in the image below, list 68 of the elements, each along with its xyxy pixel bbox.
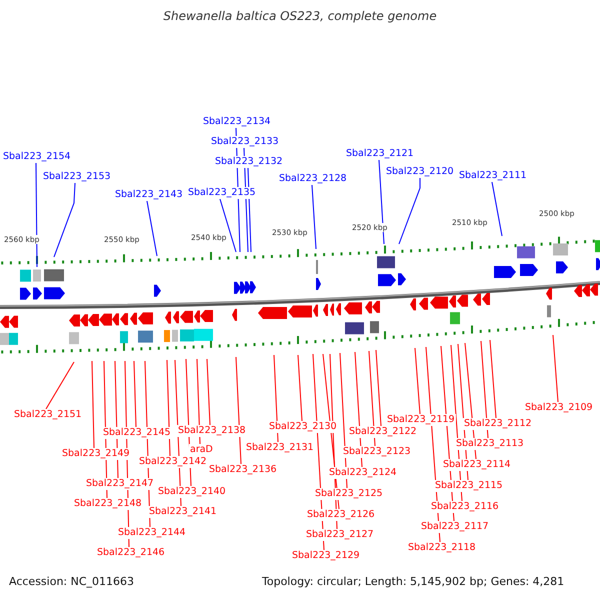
- gene-label: Sbal223_2121: [345, 148, 415, 160]
- gene-label: Sbal223_2129: [291, 550, 361, 562]
- leader-line: [298, 354, 302, 422]
- gene-label: araD: [189, 444, 214, 456]
- gene-label: Sbal223_2117: [420, 521, 490, 533]
- leader-line: [378, 160, 384, 244]
- gene-label: Sbal223_2120: [385, 166, 455, 178]
- leader-line: [206, 358, 210, 426]
- gene-label: Sbal223_2138: [177, 425, 247, 437]
- leader-line: [398, 178, 420, 244]
- leader-line: [490, 340, 496, 418]
- gene-label: Sbal223_2115: [434, 480, 504, 492]
- gene-label: Sbal223_2111: [458, 170, 528, 182]
- leader-line: [414, 348, 420, 414]
- genome-stats-text: Topology: circular; Length: 5,145,902 bp; Genes: 4,281: [262, 576, 564, 588]
- leader-line: [46, 362, 74, 410]
- leader-line: [92, 360, 94, 448]
- leader-line: [492, 182, 502, 236]
- gene-label: Sbal223_2119: [386, 414, 456, 426]
- gene-label: Sbal223_2135: [187, 187, 257, 199]
- gene-label: Sbal223_2133: [210, 136, 280, 148]
- gene-label: Sbal223_2141: [148, 506, 218, 518]
- gene-label: Sbal223_2116: [430, 501, 500, 513]
- leader-line: [312, 184, 316, 250]
- gene-label: Sbal223_2131: [245, 442, 315, 454]
- gene-label: Sbal223_2146: [96, 547, 166, 559]
- title: Shewanella baltica OS223, complete genome: [162, 10, 438, 22]
- gene-label: Sbal223_2149: [61, 448, 131, 460]
- gene-label: Sbal223_2126: [306, 509, 376, 521]
- leader-line: [480, 340, 488, 438]
- gene-label: Sbal223_2118: [407, 542, 477, 554]
- gene-label: Sbal223_2148: [73, 498, 143, 510]
- leader-line: [196, 358, 200, 444]
- gene-label: Sbal223_2132: [214, 156, 284, 168]
- gene-label: Sbal223_2144: [117, 527, 187, 539]
- gene-label: Sbal223_2136: [208, 464, 278, 476]
- gene-label: Sbal223_2128: [278, 173, 348, 185]
- leader-line: [236, 356, 242, 464]
- gene-label: Sbal223_2123: [342, 446, 412, 458]
- gene-label: Sbal223_2147: [85, 478, 155, 490]
- leader-line: [166, 360, 170, 456]
- gene-label: Sbal223_2124: [328, 467, 398, 479]
- leader-line: [368, 350, 376, 446]
- gene-label: Sbal223_2113: [455, 438, 525, 450]
- gene-label: Sbal223_2143: [114, 189, 184, 201]
- gene-label: Sbal223_2130: [268, 421, 338, 433]
- gene-label: Sbal223_2153: [42, 171, 112, 183]
- gene-label: Sbal223_2154: [2, 151, 72, 163]
- leader-line: [146, 200, 158, 256]
- leader-line: [54, 182, 76, 258]
- gene-label: Sbal223_2127: [305, 529, 375, 541]
- leader-line: [274, 354, 278, 442]
- gene-label: Sbal223_2114: [442, 459, 512, 471]
- gene-label: Sbal223_2109: [524, 402, 594, 414]
- gene-label: Sbal223_2145: [102, 427, 172, 439]
- leader-line: [134, 360, 136, 428]
- gene-label: Sbal223_2142: [138, 456, 208, 468]
- gene-label: Sbal223_2151: [13, 409, 83, 421]
- gene-label: Sbal223_2112: [463, 418, 533, 430]
- leader-line: [376, 350, 382, 426]
- gene-label: Sbal223_2125: [314, 488, 384, 500]
- accession-text: Accession: NC_011663: [9, 576, 134, 588]
- leader-line: [552, 334, 558, 402]
- gene-label: Sbal223_2134: [202, 116, 272, 128]
- gene-label: Sbal223_2122: [348, 426, 418, 438]
- gene-label: Sbal223_2140: [157, 486, 227, 498]
- leader-line: [220, 198, 236, 252]
- leader-line: [36, 162, 38, 268]
